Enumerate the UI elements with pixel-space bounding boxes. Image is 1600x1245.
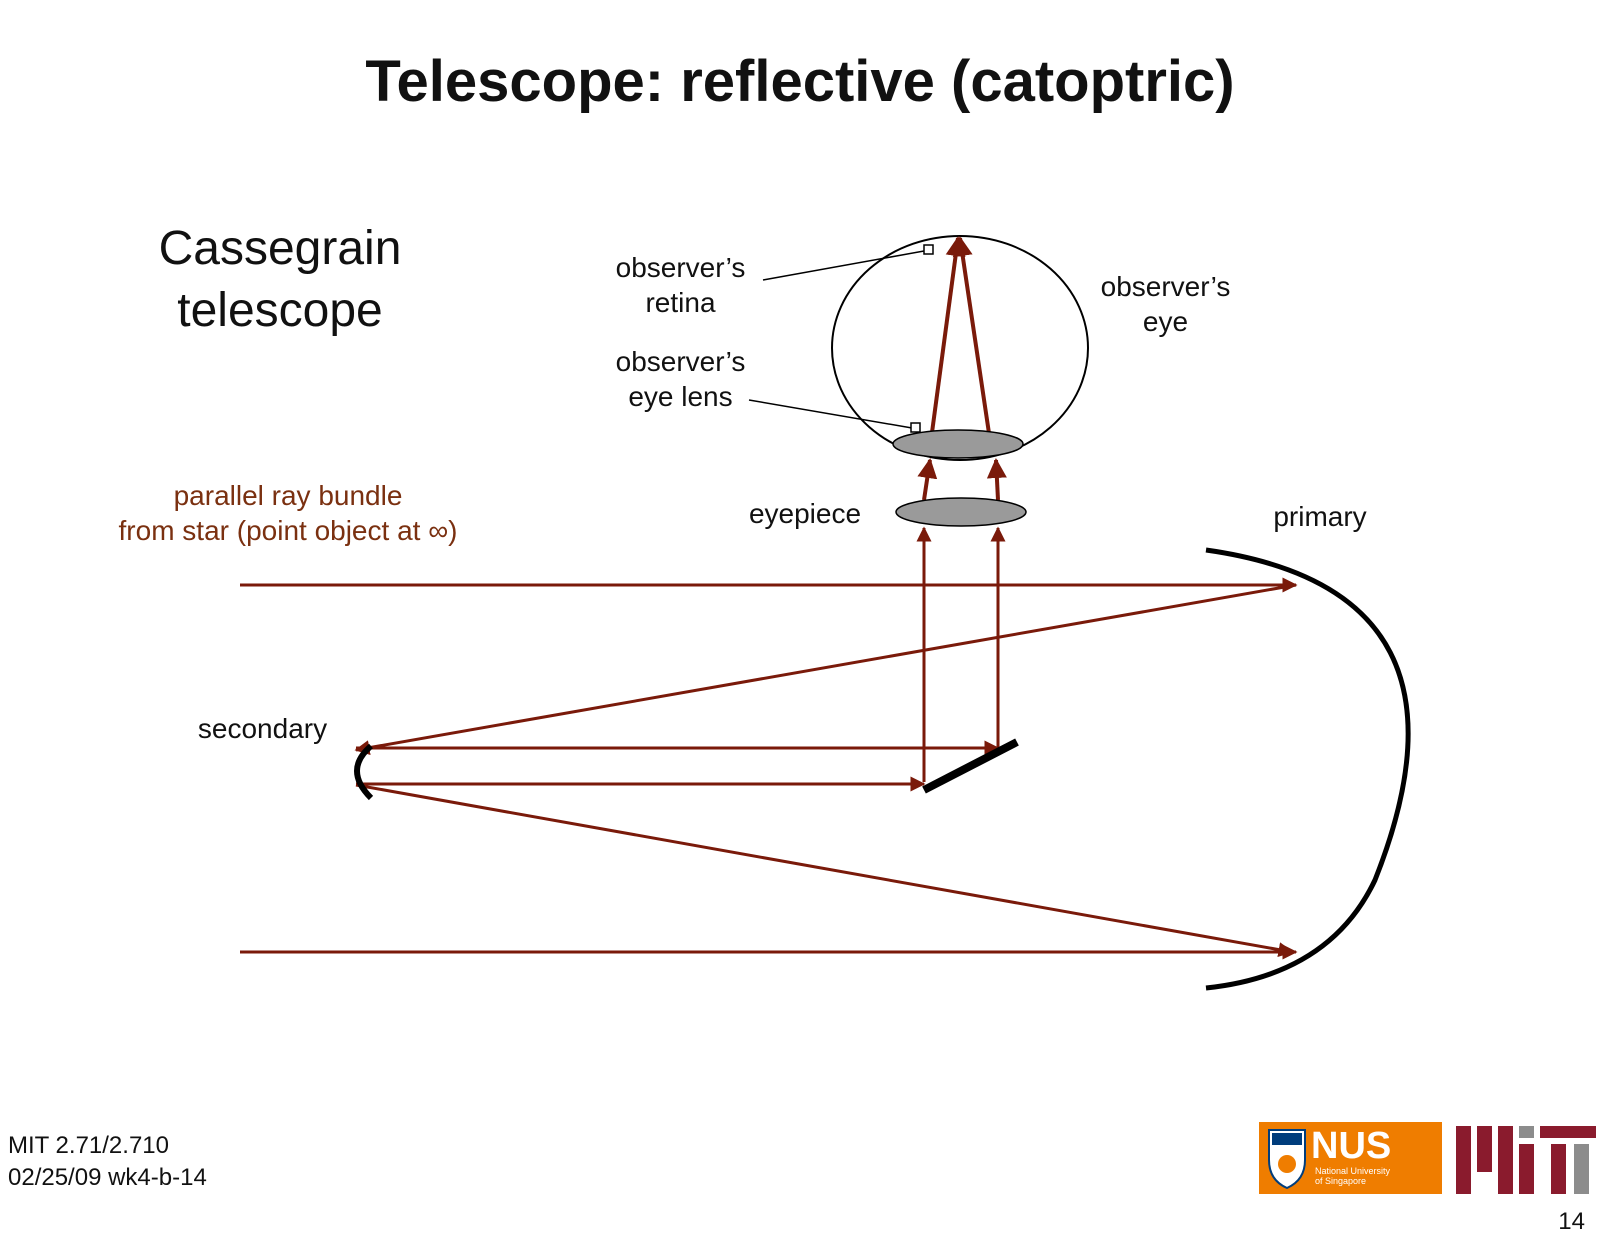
primary-mirror xyxy=(1205,547,1411,991)
label-secondary: secondary xyxy=(197,713,328,744)
label-retina: observer’s retina xyxy=(598,250,763,320)
eyepiece-lens xyxy=(895,497,1027,527)
leader-eye-lens xyxy=(748,399,913,429)
label-eye-line-1: observer’s xyxy=(1100,271,1231,302)
page-number: 14 xyxy=(1558,1208,1585,1235)
subtitle-line-2: telescope xyxy=(177,284,383,337)
label-ray-bundle: parallel ray bundle from star (point obj… xyxy=(88,478,488,548)
ray-eye-right xyxy=(952,236,992,441)
subtitle-line-1: Cassegrain xyxy=(158,222,402,275)
label-eye-lens-line-1: observer’s xyxy=(615,346,746,377)
observer-eye-outline xyxy=(831,235,1089,461)
fold-mirror xyxy=(922,738,1019,794)
footer-course: MIT 2.71/2.710 xyxy=(8,1132,169,1159)
eye-lens xyxy=(892,429,1024,459)
label-ray-bundle-line-2: from star (point object at ∞) xyxy=(118,515,458,546)
label-eye-line-2: eye xyxy=(1142,306,1189,337)
footer-date-code: 02/25/09 wk4-b-14 xyxy=(8,1164,207,1191)
footer-course-info: MIT 2.71/2.710 02/25/09 wk4-b-14 xyxy=(8,1130,207,1194)
label-eye-lens: observer’s eye lens xyxy=(598,344,763,414)
label-eye: observer’s eye xyxy=(1083,269,1248,339)
nus-logo-subtitle-line-2: of Singapore xyxy=(1315,1176,1366,1186)
label-eyepiece: eyepiece xyxy=(748,498,862,529)
retina-marker xyxy=(923,244,934,255)
mit-logo xyxy=(1456,1126,1596,1194)
label-primary: primary xyxy=(1273,501,1367,532)
ray-primary-to-secondary-bottom xyxy=(355,783,1294,958)
leader-retina xyxy=(762,250,925,281)
label-eye-lens-line-2: eye lens xyxy=(628,381,733,412)
eye-lens-marker xyxy=(910,422,921,433)
nus-logo: NUS National University of Singapore xyxy=(1259,1122,1442,1194)
ray-eyepiece-to-lens-right xyxy=(986,458,1007,501)
ray-eyepiece-to-lens-left xyxy=(917,458,938,501)
ray-primary-to-secondary-top xyxy=(354,583,1297,756)
diagram-subtitle: Cassegrain telescope xyxy=(120,218,440,342)
nus-logo-subtitle-line-1: National University xyxy=(1315,1166,1391,1176)
label-ray-bundle-line-1: parallel ray bundle xyxy=(173,480,403,511)
ray-eye-left xyxy=(929,236,966,441)
page-title: Telescope: reflective (catoptric) xyxy=(365,49,1235,114)
secondary-mirror xyxy=(354,743,374,801)
nus-logo-wordmark: NUS xyxy=(1311,1125,1391,1167)
label-retina-line-1: observer’s xyxy=(615,252,746,283)
label-retina-line-2: retina xyxy=(645,287,716,318)
